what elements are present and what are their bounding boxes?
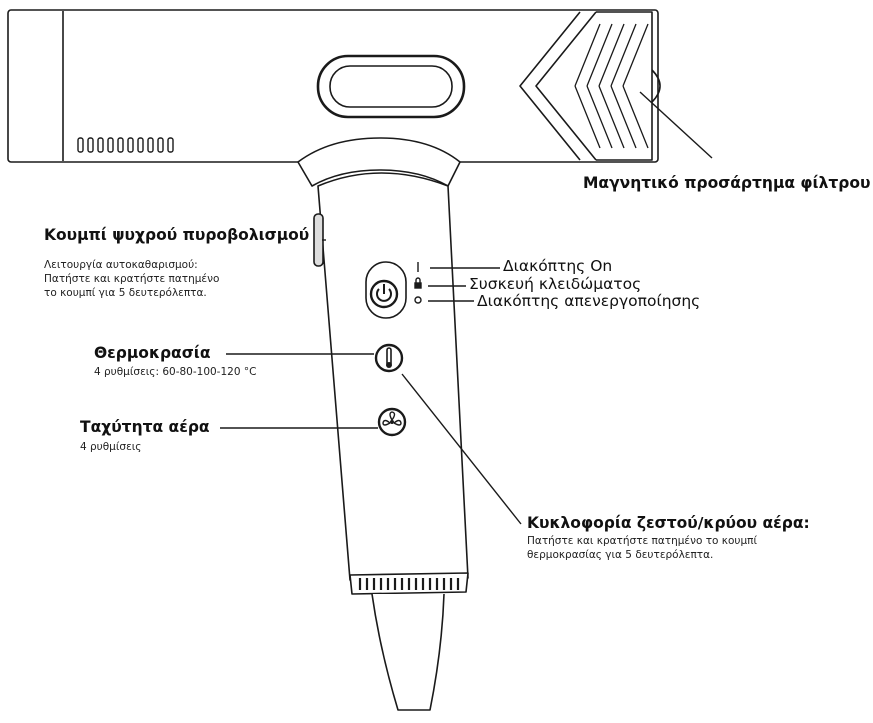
air-speed-label: Ταχύτητα αέρα [80, 418, 210, 436]
switch-off-label: Διακόπτης απενεργοποίησης [477, 292, 701, 310]
off-indicator [414, 296, 422, 304]
power-switch-slot [365, 261, 407, 319]
power-cable [371, 593, 445, 711]
head-window-outer [316, 54, 466, 119]
dryer-handle [317, 172, 469, 581]
head-window-inner [329, 65, 453, 108]
temperature-label: Θερμοκρασία [94, 344, 211, 362]
temperature-desc: 4 ρυθμίσεις: 60-80-100-120 °C [94, 366, 257, 378]
leader-filter [639, 91, 713, 159]
air-speed-desc: 4 ρυθμίσεις [80, 441, 142, 453]
lock-label: Συσκευή κλειδώματος [469, 275, 642, 293]
fan-icon [377, 407, 407, 437]
filter-label: Μαγνητικό προσάρτημα φίλτρου [583, 174, 871, 192]
hot-cold-desc-line: θερμοκρασίας για 5 δευτερόλεπτα. [527, 549, 714, 561]
leader-lines [220, 91, 713, 525]
cool-shot-desc-line: Πατήστε και κρατήστε πατημένο [44, 273, 220, 285]
cool-shot-side-button [313, 213, 324, 267]
cool-shot-desc-line: το κουμπί για 5 δευτερόλεπτα. [44, 287, 207, 299]
head-vent-slots [77, 137, 174, 153]
leader-hot-cold [401, 373, 522, 525]
hot-cold-label: Κυκλοφορία ζεστού/κρύου αέρα: [527, 514, 810, 532]
power-icon [369, 279, 399, 309]
cool-shot-desc-line: Λειτουργία αυτοκαθαρισμού: [44, 259, 198, 271]
switch-on-label: Διακόπτης On [503, 257, 613, 275]
hot-cold-desc: Πατήστε και κρατήστε πατημένο το κουμπί … [527, 534, 757, 562]
handle-neck [297, 137, 461, 187]
switch-indicators [414, 262, 422, 304]
cool-shot-label: Κουμπί ψυχρού πυροβολισμού [44, 226, 310, 244]
dryer-head [7, 9, 659, 163]
handle-bottom-grill [349, 572, 469, 595]
cool-shot-desc: Λειτουργία αυτοκαθαρισμού: Πατήστε και κ… [44, 258, 219, 300]
hot-cold-desc-line: Πατήστε και κρατήστε πατημένο το κουμπί [527, 535, 758, 547]
magnetic-filter [519, 11, 661, 161]
thermometer-icon [374, 343, 404, 373]
lock-icon [414, 277, 422, 289]
